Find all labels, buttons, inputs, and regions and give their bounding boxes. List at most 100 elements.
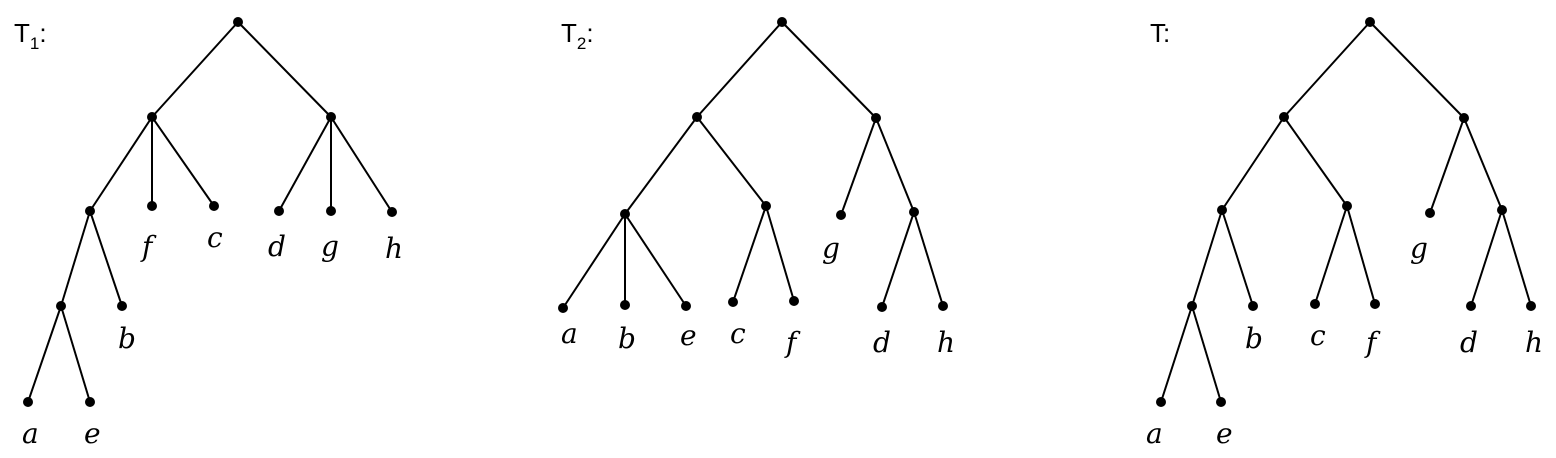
t2-leaf-node: [681, 301, 691, 311]
t2-leaf-node: [789, 296, 799, 306]
t2-edge: [781, 21, 877, 119]
tree-t1: T1:: [14, 17, 403, 450]
t1-leaf-label-d: d: [268, 230, 286, 263]
t1-leaf-label-c: c: [207, 221, 223, 254]
tree-t1-title: T1:: [14, 18, 47, 53]
t-edge: [1283, 116, 1348, 207]
t1-edge: [60, 305, 91, 403]
t-internal-node: [1217, 205, 1227, 215]
t2-leaf-node: [728, 297, 738, 307]
t2-internal-node: [620, 209, 630, 219]
t-edge: [1160, 305, 1193, 403]
t-internal-node: [1187, 301, 1197, 311]
t1-leaf-node: [147, 201, 157, 211]
t2-edge: [732, 205, 767, 303]
t2-leaf-label-a: a: [561, 317, 578, 350]
t-edge: [1463, 117, 1503, 211]
t-leaf-node: [1216, 397, 1226, 407]
tree-t1-nodes: [23, 17, 397, 407]
t2-edge: [696, 116, 767, 207]
t2-root-node: [777, 17, 787, 27]
t-internal-node: [1342, 201, 1352, 211]
t-leaf-label-c: c: [1310, 319, 1326, 352]
tree-t2: T2:: [558, 17, 955, 359]
t1-edge: [278, 116, 332, 212]
t1-leaf-label-g: g: [321, 230, 339, 263]
tree-t: T:: [1146, 17, 1543, 450]
t-internal-node: [1497, 205, 1507, 215]
t2-edge: [875, 117, 915, 213]
t2-leaf-label-h: h: [937, 326, 955, 359]
t1-leaf-node: [326, 206, 336, 216]
tree-t-title: T:: [1150, 18, 1170, 48]
t-leaf-label-g: g: [1410, 232, 1428, 265]
t-leaf-label-f: f: [1364, 326, 1381, 359]
t2-edge: [765, 205, 795, 302]
t-leaf-label-b: b: [1245, 322, 1263, 355]
tree-t1-edges: [27, 21, 393, 403]
t2-internal-node: [692, 112, 702, 122]
t1-root-node: [233, 17, 243, 27]
t-edge: [1429, 117, 1465, 214]
t2-edge: [881, 211, 915, 308]
t2-edge: [624, 213, 687, 307]
t-edge: [1369, 21, 1465, 119]
t1-edge: [89, 210, 123, 307]
t-edge: [1283, 21, 1371, 118]
t-edge: [1501, 209, 1532, 307]
t2-internal-node: [909, 207, 919, 217]
t-leaf-node: [1526, 301, 1536, 311]
t-internal-node: [1459, 113, 1469, 123]
t-internal-node: [1279, 112, 1289, 122]
t-leaf-label-d: d: [1460, 326, 1478, 359]
t1-edge: [89, 116, 153, 212]
t-edge: [1221, 209, 1254, 307]
t2-internal-node: [761, 201, 771, 211]
tree-t-nodes: [1156, 17, 1536, 407]
t1-edge: [237, 21, 332, 118]
t-leaf-node: [1370, 299, 1380, 309]
t1-edge: [330, 116, 393, 213]
t-leaf-node: [1248, 301, 1258, 311]
t-leaf-node: [1156, 397, 1166, 407]
t2-leaf-node: [877, 302, 887, 312]
t1-internal-node: [326, 112, 336, 122]
t1-edge: [60, 210, 91, 307]
t2-leaf-label-b: b: [618, 322, 636, 355]
t-edge: [1346, 205, 1376, 305]
t-edge: [1470, 209, 1503, 307]
t1-leaf-label-h: h: [385, 232, 403, 265]
t2-leaf-label-f: f: [784, 326, 801, 359]
t1-leaf-node: [23, 397, 33, 407]
t-leaf-label-h: h: [1525, 326, 1543, 359]
tree-t2-title: T2:: [561, 18, 594, 53]
t1-leaf-node: [117, 301, 127, 311]
t-leaf-label-e: e: [1216, 417, 1233, 450]
t1-internal-node: [147, 112, 157, 122]
t1-leaf-label-f: f: [140, 230, 157, 263]
t1-edge: [151, 116, 215, 207]
t2-leaf-node: [620, 300, 630, 310]
t-edge: [1191, 305, 1222, 403]
t2-edge: [696, 21, 783, 118]
t2-internal-node: [871, 113, 881, 123]
t1-edge: [151, 21, 239, 118]
t1-leaf-label-e: e: [84, 417, 101, 450]
t1-leaf-label-b: b: [118, 322, 136, 355]
tree-t2-leaf-labels: a b e c f g d h: [561, 232, 955, 359]
t2-edge: [562, 213, 626, 309]
t2-edge: [840, 117, 877, 216]
t1-leaf-node: [209, 201, 219, 211]
t1-leaf-label-a: a: [22, 417, 39, 450]
t-edge: [1191, 209, 1223, 307]
t2-edge: [624, 116, 698, 215]
t1-edge: [27, 305, 62, 403]
tree-t1-leaf-labels: a e b f c d g h: [22, 221, 403, 450]
t1-leaf-node: [85, 397, 95, 407]
t2-leaf-node: [558, 303, 568, 313]
t-leaf-node: [1425, 208, 1435, 218]
t2-leaf-label-c: c: [730, 317, 746, 350]
tree-t-edges: [1160, 21, 1532, 403]
tree-t2-nodes: [558, 17, 948, 313]
